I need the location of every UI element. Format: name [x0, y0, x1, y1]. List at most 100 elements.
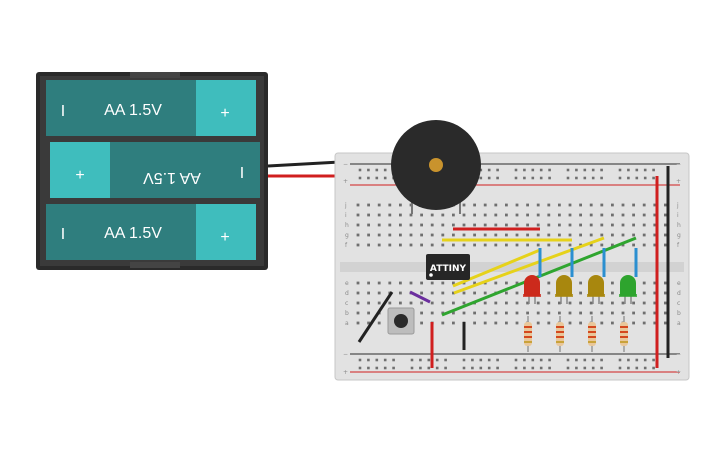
hole: [441, 311, 445, 315]
negative-terminal-icon: I: [240, 165, 244, 182]
rail-hole: [618, 358, 622, 362]
rail-minus-label: −: [343, 351, 348, 358]
hole: [558, 301, 561, 305]
rail-hole: [583, 358, 587, 362]
row-label: c: [345, 300, 348, 307]
led-yellow[interactable]: [587, 275, 605, 304]
rail-plus-label: +: [676, 178, 681, 185]
black-jumper-diagonal: [357, 291, 394, 343]
hole: [483, 203, 487, 207]
battery-pack[interactable]: AA 1.5V I + AA 1.5V I + AA 1.5V I +: [36, 72, 268, 270]
hole: [558, 223, 561, 227]
hole: [441, 291, 445, 295]
rail-hole: [539, 176, 543, 180]
hole: [611, 203, 614, 207]
hole: [452, 301, 455, 305]
rail-hole: [635, 366, 639, 370]
led-yellow[interactable]: [555, 275, 573, 304]
hole: [494, 233, 498, 237]
hole: [399, 213, 402, 217]
rail-hole: [600, 176, 603, 180]
rail-hole: [479, 366, 483, 370]
hole: [377, 301, 381, 305]
resistor[interactable]: [588, 316, 596, 352]
push-button[interactable]: [387, 307, 415, 335]
hole: [621, 311, 625, 315]
hole: [547, 311, 551, 315]
rail-minus-label: −: [676, 351, 681, 358]
rail-hole: [462, 358, 466, 362]
hole: [568, 223, 572, 227]
led-red[interactable]: [523, 275, 541, 304]
hole: [377, 291, 381, 295]
negative-terminal-icon: I: [61, 226, 65, 243]
hole: [568, 301, 572, 305]
rail-hole: [575, 176, 578, 180]
rail-hole: [358, 358, 362, 362]
hole: [653, 291, 657, 295]
hole: [356, 311, 360, 315]
hole: [611, 213, 614, 217]
rail-hole: [591, 176, 595, 180]
hole: [589, 213, 593, 217]
hole: [568, 321, 572, 325]
hole: [420, 213, 423, 217]
hole: [441, 321, 445, 325]
hole: [515, 321, 519, 325]
battery-label: AA 1.5V: [143, 169, 201, 186]
rail-hole: [548, 366, 551, 370]
hole: [526, 243, 529, 247]
rail-minus-label: −: [676, 161, 681, 168]
rail-hole: [548, 168, 551, 172]
hole: [589, 203, 593, 207]
hole: [505, 203, 508, 207]
chip-label: ATTINY: [430, 264, 467, 274]
hole: [452, 321, 455, 325]
hole: [642, 203, 646, 207]
hole: [452, 213, 455, 217]
resistor[interactable]: [556, 316, 564, 352]
battery-label: AA 1.5V: [104, 102, 162, 119]
hole: [430, 311, 434, 315]
hole: [409, 301, 413, 305]
positive-terminal-icon: +: [75, 167, 84, 184]
hole: [653, 233, 657, 237]
hole: [600, 213, 604, 217]
led-green[interactable]: [619, 275, 637, 304]
hole: [462, 233, 466, 237]
resistor[interactable]: [524, 316, 532, 352]
hole: [621, 243, 625, 247]
hole: [430, 291, 434, 295]
positive-terminal-icon: +: [220, 105, 229, 122]
row-label: g: [677, 232, 681, 239]
resistor[interactable]: [620, 316, 628, 352]
piezo-buzzer[interactable]: [391, 120, 481, 214]
hole: [579, 321, 582, 325]
rail-plus-label: +: [343, 369, 348, 376]
hole: [579, 223, 582, 227]
row-label: d: [345, 290, 349, 297]
rail-plus-label: +: [676, 369, 681, 376]
hole: [558, 213, 561, 217]
attiny-chip[interactable]: ATTINY: [426, 254, 470, 280]
rail-hole: [652, 168, 655, 172]
hole: [505, 281, 508, 285]
hole: [409, 281, 413, 285]
hole: [494, 301, 498, 305]
hole: [642, 321, 646, 325]
hole: [473, 311, 476, 315]
hole: [356, 203, 360, 207]
hole: [621, 223, 625, 227]
hole: [558, 203, 561, 207]
hole: [653, 301, 657, 305]
rail-hole: [358, 168, 362, 172]
hole: [420, 233, 423, 237]
rail-hole: [444, 366, 447, 370]
hole: [515, 243, 519, 247]
hole: [420, 243, 423, 247]
hole: [367, 281, 370, 285]
rail-hole: [487, 366, 491, 370]
rail-hole: [435, 358, 439, 362]
rail-hole: [635, 176, 639, 180]
hole: [430, 223, 434, 227]
